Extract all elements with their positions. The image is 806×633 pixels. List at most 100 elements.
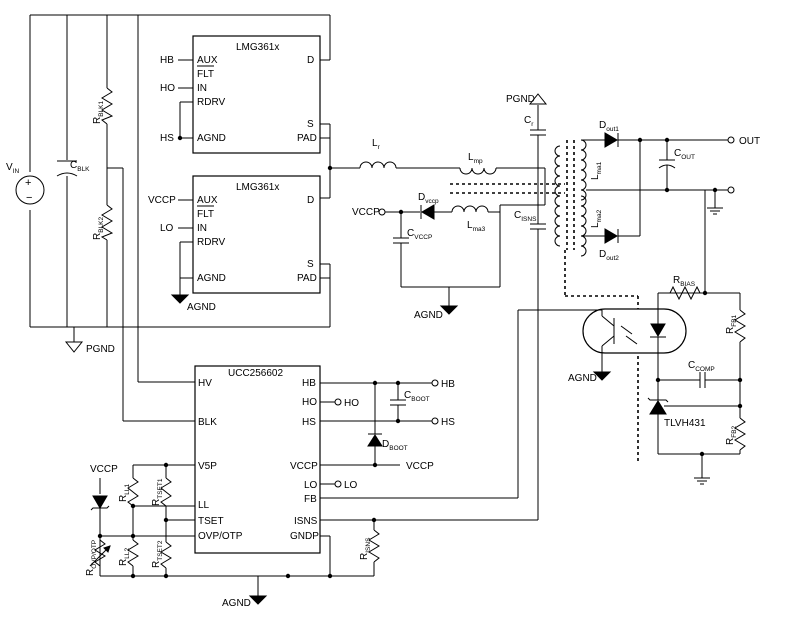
ctrl-pin-ho: HO	[302, 397, 317, 408]
rfb2-label: RFB2	[725, 425, 738, 445]
cboot-capacitor: CBOOT	[390, 380, 430, 424]
ctrl-lo-out-label: LO	[344, 480, 358, 491]
rblk2-label: RBLK2	[92, 216, 105, 240]
svg-text:+: +	[25, 177, 31, 189]
cboot-label: CBOOT	[404, 390, 430, 403]
out-terminal: OUT	[727, 136, 760, 194]
dout2-diode: Dout2	[581, 140, 641, 262]
ctrl-vccp-out-label: VCCP	[406, 461, 434, 472]
lr-inductor: Lr	[330, 138, 460, 169]
pgnd-top-label: PGND	[506, 94, 535, 105]
rtset1-label: RTSET1	[151, 478, 164, 506]
dout2-label: Dout2	[599, 249, 619, 262]
ls-fet-wiring: AGND VCCP LO	[148, 165, 333, 327]
dvccp-vccp-label: VCCP	[352, 207, 380, 218]
ctrl-pin-vccp: VCCP	[290, 461, 318, 472]
ls-agnd-label: AGND	[187, 302, 216, 313]
left-vccp-label: VCCP	[90, 464, 118, 475]
cout-capacitor: COUT	[658, 137, 695, 193]
ctrl-pin-ll: LL	[198, 500, 210, 511]
lma3-inductor: Lma3	[451, 205, 501, 287]
agnd-bottom-label: AGND	[222, 598, 251, 609]
ctrl-pin-hv: HV	[198, 378, 212, 389]
optocoupler	[582, 308, 687, 372]
agnd-opto-label: AGND	[568, 373, 597, 384]
risns-label: RISNS	[359, 537, 372, 560]
agnd-ground-opto: AGND	[568, 371, 612, 384]
lma3-label: Lma3	[467, 220, 486, 233]
hs-pin-d: D	[307, 55, 314, 66]
hs-fet-ho-label: HO	[160, 83, 175, 94]
ctrl-pin-lo: LO	[304, 480, 318, 491]
ctrl-pin-isns: ISNS	[294, 516, 318, 527]
ctrl-pin-hb: HB	[302, 378, 316, 389]
hs-pin-agnd: AGND	[197, 133, 226, 144]
pgnd-left-label: PGND	[86, 344, 115, 355]
rblk2-resistor: RBLK2	[92, 204, 114, 241]
dboot-diode: DBOOT	[367, 380, 408, 468]
ctrl-hb-out-label: HB	[441, 379, 455, 390]
ctrl-pin-gndp: GNDP	[290, 531, 319, 542]
out-label: OUT	[739, 136, 760, 147]
tlvh431-label: TLVH431	[664, 418, 706, 429]
secondary-ground-fb	[694, 451, 710, 485]
ctrl-pin-v5p: V5P	[198, 461, 217, 472]
dvccp-diode: VCCP Dvccp	[352, 192, 452, 220]
cr-label: Cr	[524, 115, 534, 128]
hs-pin-s: S	[307, 119, 314, 130]
vin-label: VIN	[6, 162, 19, 175]
hs-fet-hb-label: HB	[160, 55, 174, 66]
lma1-label: Lma1	[590, 161, 603, 180]
rll2-label: RLL2	[118, 548, 131, 566]
pgnd-ground-left: PGND	[64, 341, 115, 355]
ctrl-pin-hs: HS	[302, 417, 316, 428]
transformer-core	[450, 140, 575, 250]
controller-left-network: VCCP RLL1 RTSET1 RLL2 RTSET2 ROVP/OTP	[85, 462, 195, 579]
agnd-mid-label: AGND	[414, 310, 443, 321]
hs-pin-in: IN	[197, 83, 207, 94]
ctrl-name: UCC256602	[228, 368, 283, 379]
hs-fet-wiring: HB HO HS	[160, 15, 331, 198]
lmp-label: Lmp	[468, 152, 483, 165]
ls-pin-in: IN	[197, 223, 207, 234]
ls-pin-rdrv: RDRV	[197, 237, 225, 248]
hs-fet-hs-label: HS	[160, 133, 174, 144]
dout1-diode: Dout1	[581, 120, 728, 148]
lma2-label: Lma2	[590, 209, 603, 228]
lmp-inductor: Lmp	[459, 152, 545, 175]
hs-pin-flt: FLT	[197, 69, 214, 80]
ls-pin-pad: PAD	[297, 273, 317, 284]
isolation-boundary	[564, 250, 639, 464]
ccomp-label: CCOMP	[688, 360, 715, 373]
secondary-ground	[707, 187, 723, 215]
cblk-label: CBLK	[70, 160, 90, 173]
ls-pin-s: S	[307, 259, 314, 270]
ctrl-hs-out-label: HS	[441, 417, 455, 428]
input-rails	[29, 14, 330, 422]
dboot-label: DBOOT	[382, 439, 408, 452]
transformer-primary: Lma1 Lma2	[554, 139, 603, 257]
hs-pin-rdrv: RDRV	[197, 97, 225, 108]
cvccp-label: CVCCP	[407, 228, 432, 241]
ls-pin-agnd: AGND	[197, 273, 226, 284]
rfb1-label: RFB1	[725, 314, 738, 334]
ctrl-pin-tset: TSET	[198, 516, 224, 527]
cvccp-capacitor: CVCCP	[393, 209, 500, 288]
lmg361x-low-side: LMG361x AUX FLT IN RDRV AGND D S PAD	[192, 175, 321, 294]
agnd-ground-mid: AGND	[414, 287, 459, 321]
lr-label: Lr	[372, 138, 381, 151]
rll1-label: RLL1	[118, 484, 131, 502]
rblk1-resistor: RBLK1	[92, 87, 114, 125]
hs-fet-name: LMG361x	[236, 42, 279, 53]
ctrl-pin-blk: BLK	[198, 417, 217, 428]
ctrl-ho-out-label: HO	[344, 398, 359, 409]
rovpotp-label: ROVP/OTP	[85, 540, 98, 576]
ls-pin-flt: FLT	[197, 209, 214, 220]
rbias-resistor: RBIAS	[658, 190, 740, 301]
risns-resistor: RISNS	[359, 517, 380, 576]
bottom-ground-bus: AGND	[100, 573, 374, 609]
lmg361x-high-side: LMG361x AUX FLT IN RDRV AGND D S PAD	[192, 35, 321, 154]
cisns-capacitor: CISNS	[514, 168, 546, 310]
controller-right-wiring: HB HO HS VCCP LO	[320, 310, 539, 576]
